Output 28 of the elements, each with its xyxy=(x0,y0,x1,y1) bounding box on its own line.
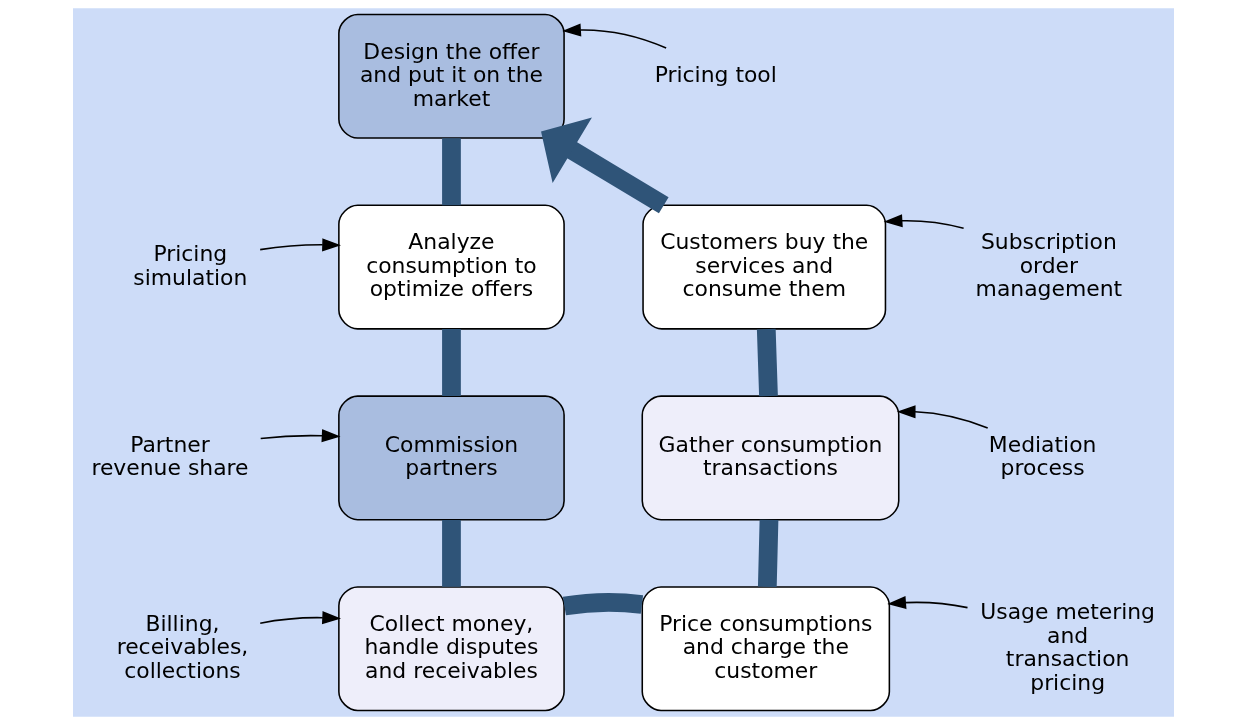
connector xyxy=(442,138,461,206)
node-box: Gather consumption transactions xyxy=(641,395,900,521)
arrow xyxy=(562,23,667,49)
arrow xyxy=(259,429,341,443)
node-text: Pricing simulation xyxy=(133,241,248,290)
node-box: Customers buy the services and consume them xyxy=(642,204,887,330)
connector xyxy=(442,519,461,587)
node-text: Billing, receivables, collections xyxy=(116,611,249,683)
arrow xyxy=(896,405,989,429)
connector xyxy=(757,519,779,588)
node-text: Pricing tool xyxy=(654,62,777,88)
arrow xyxy=(883,214,965,229)
arrow xyxy=(541,117,669,214)
arrow xyxy=(259,611,341,625)
connector xyxy=(442,329,461,397)
node-box: Design the offer and put it on the market xyxy=(338,13,565,139)
node-text: Mediation process xyxy=(988,431,1097,481)
node-text: Usage metering and transaction pricing xyxy=(980,599,1156,695)
node-box: Collect money, handle disputes and receivables xyxy=(338,586,565,712)
node-box: Commission partners xyxy=(338,395,565,521)
node-text: Partner revenue share xyxy=(91,431,249,481)
node-box: Analyze consumption to optimize offers xyxy=(338,204,565,330)
node-box: Price consumptions and charge the customer xyxy=(641,586,891,712)
connector xyxy=(756,328,778,397)
connector xyxy=(563,593,643,616)
node-text: Subscription order management xyxy=(975,229,1123,302)
arrow xyxy=(259,238,341,252)
arrow xyxy=(887,596,969,610)
